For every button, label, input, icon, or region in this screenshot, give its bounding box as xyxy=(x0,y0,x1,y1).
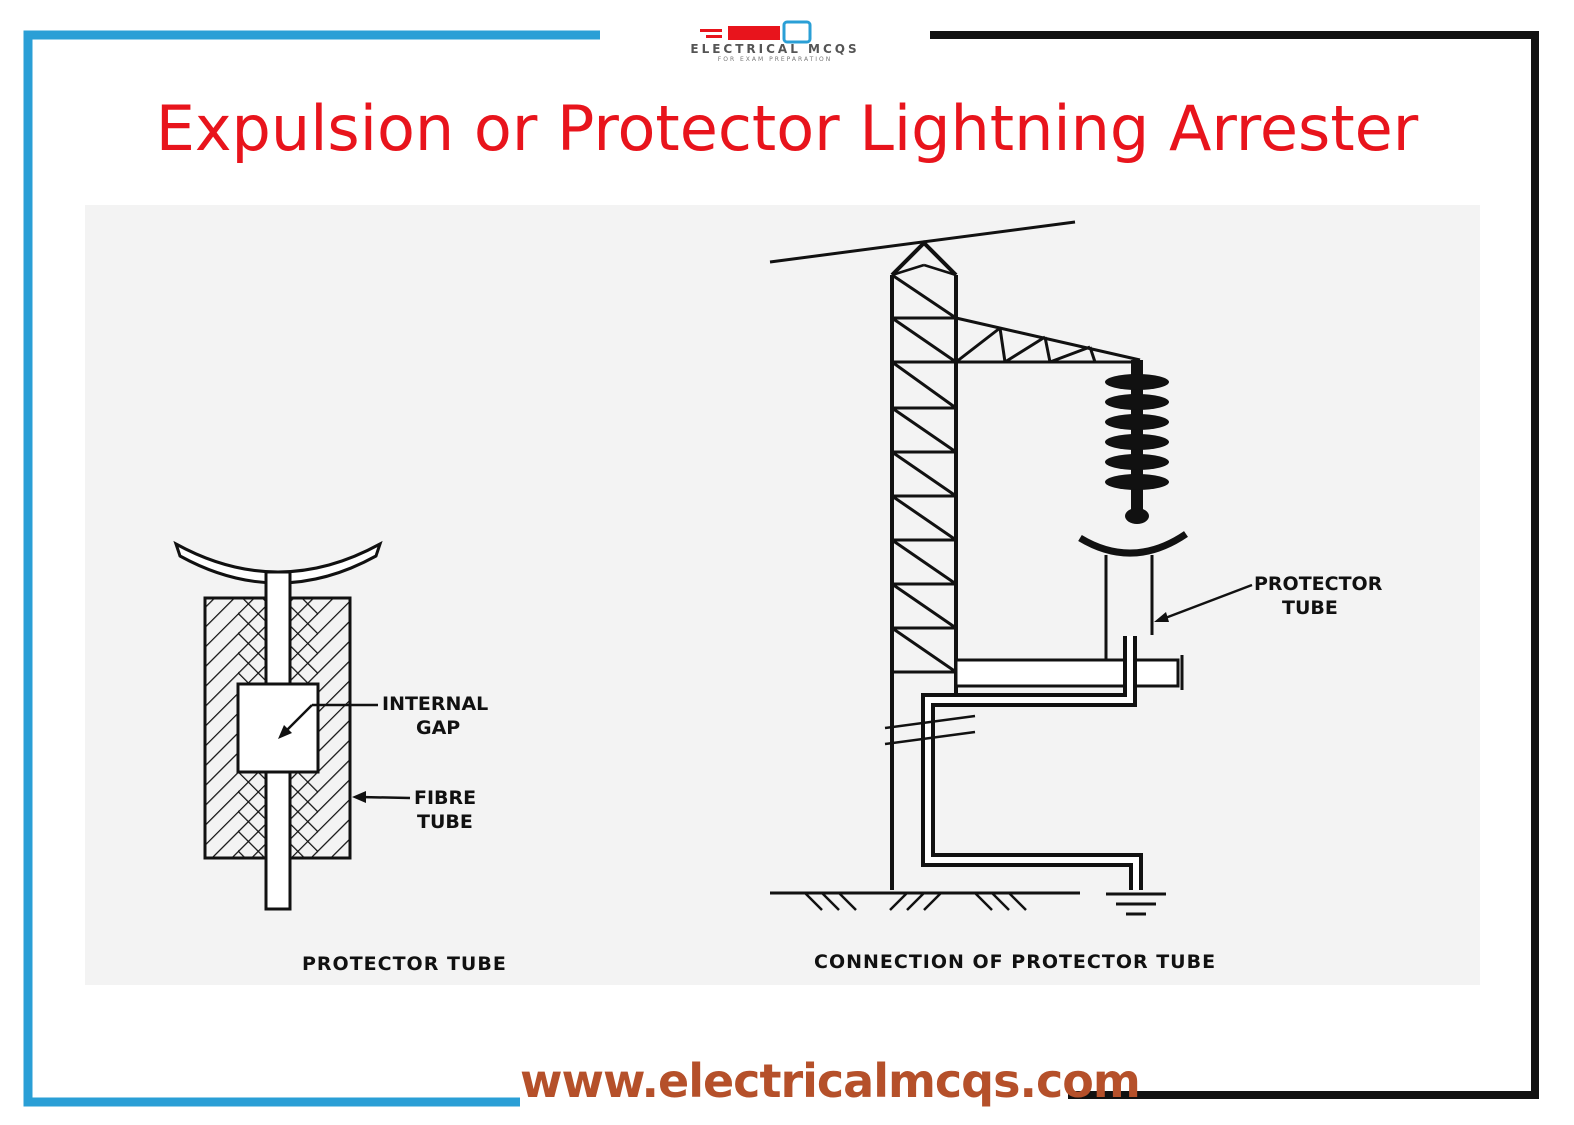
logo-tagline: FOR EXAM PREPARATION xyxy=(717,56,833,63)
logo-name: ELECTRICAL MCQS xyxy=(690,42,860,56)
connection-diagram xyxy=(769,220,1253,916)
upper-electrode xyxy=(173,540,383,585)
lower-rod xyxy=(264,770,292,911)
label-internal-gap-line1: INTERNAL xyxy=(382,693,489,715)
label-fibre-tube: FIBRE TUBE xyxy=(414,786,514,834)
label-protector-tube-line1: PROTECTOR xyxy=(1254,573,1383,595)
protector-tube-diagram xyxy=(173,540,411,911)
ground-hatching xyxy=(804,892,1027,911)
tower-lattice xyxy=(891,273,957,674)
insulator-string xyxy=(1105,360,1169,524)
arrester-electrode xyxy=(1078,531,1188,557)
label-protector-tube: PROTECTOR TUBE xyxy=(1254,572,1434,620)
caption-connection: CONNECTION OF PROTECTOR TUBE xyxy=(814,951,1217,973)
upper-rod xyxy=(264,570,292,686)
internal-gap-chamber xyxy=(236,682,320,774)
logo-mark xyxy=(700,20,812,44)
label-internal-gap: INTERNAL GAP xyxy=(382,692,522,740)
website-url: www.electricalmcqs.com xyxy=(520,1054,1141,1108)
frame-border-black xyxy=(930,31,1539,1099)
page-title: Expulsion or Protector Lightning Arreste… xyxy=(155,92,1419,165)
label-fibre-tube-line2: TUBE xyxy=(417,811,473,833)
support-bar xyxy=(954,658,1180,688)
earth-symbol xyxy=(1106,892,1166,916)
crossarm xyxy=(955,316,1141,364)
label-internal-gap-line2: GAP xyxy=(416,717,461,739)
frame-border-blue xyxy=(23,30,600,1107)
label-protector-tube-line2: TUBE xyxy=(1282,597,1338,619)
caption-protector-tube: PROTECTOR TUBE xyxy=(302,953,507,975)
label-fibre-tube-line1: FIBRE xyxy=(414,787,477,809)
